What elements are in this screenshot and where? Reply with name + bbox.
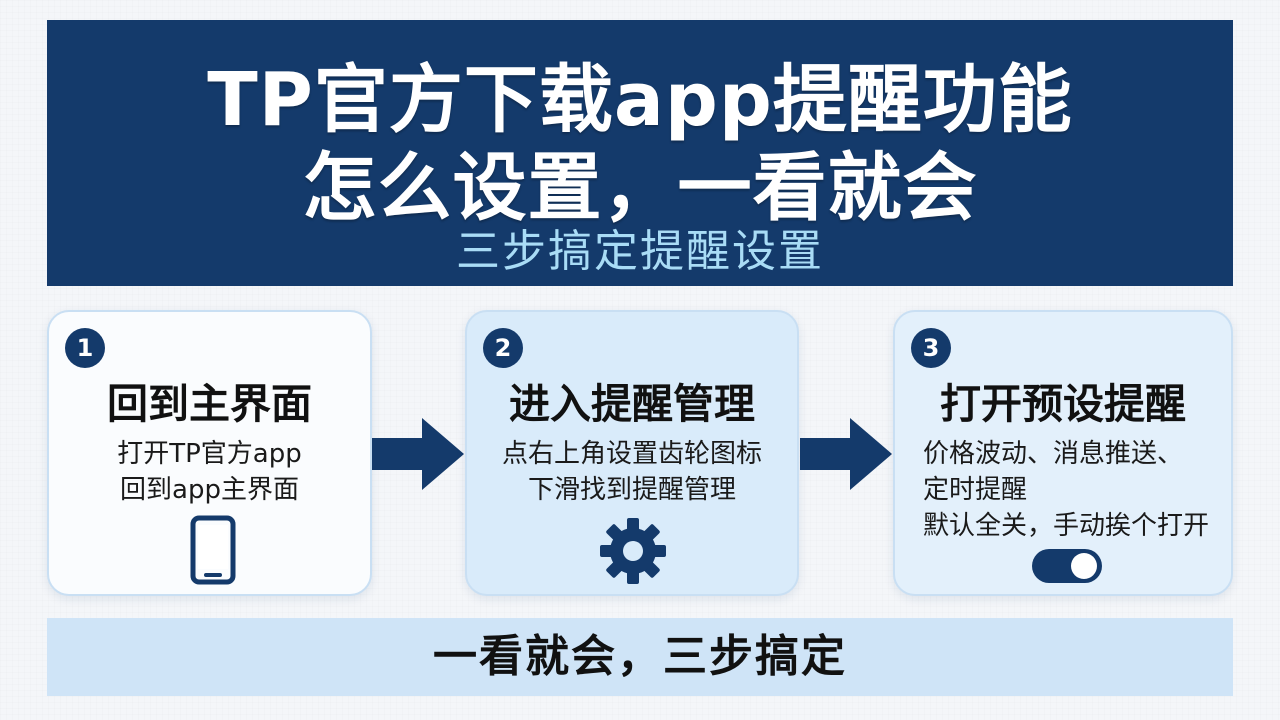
footer-slogan: 一看就会，三步搞定	[433, 631, 847, 682]
step-description-line: 下滑找到提醒管理	[527, 475, 736, 505]
step-card-1: 1 回到主界面 打开TP官方app 回到app主界面	[47, 310, 372, 596]
toggle-switch-icon	[1032, 549, 1102, 583]
step-description-line: 定时提醒	[923, 475, 1028, 505]
step-description-line: 回到app主界面	[120, 475, 299, 505]
page-title-line-2: 怎么设置，一看就会	[302, 145, 978, 231]
step-title: 打开预设提醒	[940, 380, 1186, 428]
step-title: 进入提醒管理	[509, 380, 755, 428]
step-description-line: 默认全关，手动挨个打开	[923, 511, 1210, 541]
step-description-line: 打开TP官方app	[117, 439, 302, 469]
step-description-line: 点右上角设置齿轮图标	[501, 439, 762, 469]
step-description: 价格波动、消息推送、 定时提醒 默认全关，手动挨个打开	[923, 436, 1209, 544]
arrow-right-icon	[372, 418, 464, 490]
smartphone-icon	[190, 515, 236, 585]
page-title-line-1: TP官方下载app提醒功能	[207, 57, 1073, 143]
header-banner: TP官方下载app提醒功能 怎么设置，一看就会 三步搞定提醒设置	[47, 20, 1233, 286]
step-description: 点右上角设置齿轮图标 下滑找到提醒管理	[467, 436, 797, 508]
gear-icon	[600, 518, 666, 584]
arrow-right-icon	[800, 418, 892, 490]
footer-banner: 一看就会，三步搞定	[47, 618, 1233, 696]
step-number-badge: 3	[911, 328, 951, 368]
step-number-badge: 2	[483, 328, 523, 368]
step-number-badge: 1	[65, 328, 105, 368]
step-description-line: 价格波动、消息推送、	[923, 439, 1184, 469]
page-subtitle: 三步搞定提醒设置	[456, 226, 824, 277]
step-card-2: 2 进入提醒管理 点右上角设置齿轮图标 下滑找到提醒管理	[465, 310, 799, 596]
step-description: 打开TP官方app 回到app主界面	[49, 436, 370, 508]
step-title: 回到主界面	[107, 380, 312, 428]
step-card-3: 3 打开预设提醒 价格波动、消息推送、 定时提醒 默认全关，手动挨个打开	[893, 310, 1233, 596]
